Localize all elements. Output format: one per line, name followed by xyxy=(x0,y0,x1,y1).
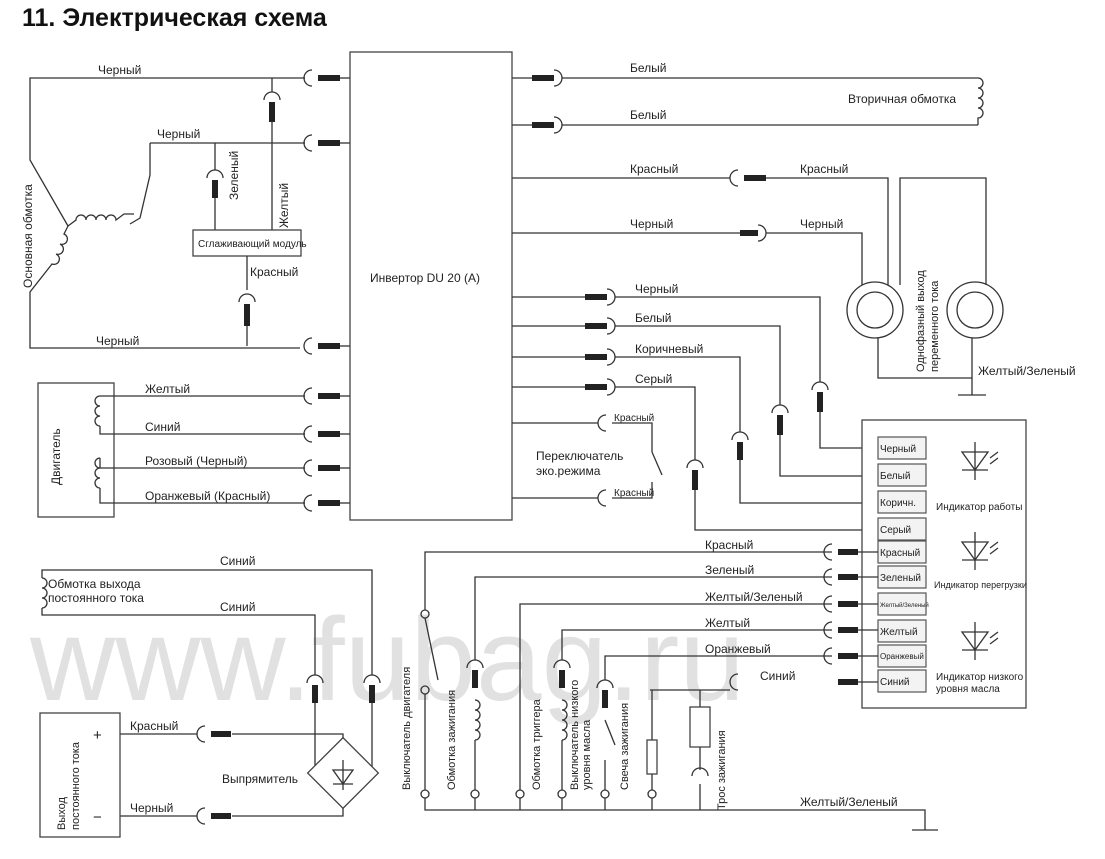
led-icon xyxy=(960,622,999,660)
panel-label-white: Белый xyxy=(880,471,910,482)
wire-ground-yg-bottom: Желтый/Зеленый xyxy=(800,795,898,809)
panel-label-black: Черный xyxy=(880,444,916,455)
inverter-label: Инвертор DU 20 (A) xyxy=(370,271,480,285)
led-icon xyxy=(960,442,999,480)
ignition-coil-label: Обмотка зажигания xyxy=(446,690,458,790)
led-icon xyxy=(960,532,999,570)
panel-label-orange: Оранжевый xyxy=(880,652,924,661)
wire-ind-red: Красный xyxy=(705,538,753,552)
wire-ground-yg-top: Желтый/Зеленый xyxy=(978,364,1076,378)
wire-black-left: Черный xyxy=(630,217,673,231)
wire-ind-yg: Желтый/Зеленый xyxy=(705,590,803,604)
wire-smooth-red: Красный xyxy=(250,265,298,279)
ac-output-label-1: Однофазный выход xyxy=(915,270,927,372)
dc-minus-label: − xyxy=(93,809,102,826)
wire-ind-yellow: Желтый xyxy=(705,616,750,630)
ignition-cable-label: Трос зажигания xyxy=(716,730,728,810)
wire-white-2: Белый xyxy=(630,108,666,122)
ac-socket-2[interactable] xyxy=(946,281,1004,339)
wire-top-black-1: Черный xyxy=(98,63,141,77)
wire-green-v: Зеленый xyxy=(227,151,241,200)
wire-p-brown: Коричневый xyxy=(635,342,703,356)
smoothing-module-label: Сглаживающий модуль xyxy=(198,239,307,250)
ac-output-label-2: переменного тока xyxy=(929,280,941,372)
dc-winding-label-1: Обмотка выхода xyxy=(48,577,141,591)
wire-motor-yellow: Желтый xyxy=(145,382,190,396)
wire-black-right: Черный xyxy=(800,217,843,231)
watermark: www.fubag.ru xyxy=(29,594,745,726)
wire-ind-blue: Синий xyxy=(760,669,795,683)
rectifier-label: Выпрямитель xyxy=(222,772,298,786)
wire-p-black: Черный xyxy=(635,282,678,296)
connector-row-left xyxy=(303,69,350,355)
inverter-box xyxy=(349,51,513,521)
engine-components xyxy=(420,609,938,831)
wire-dc-black: Черный xyxy=(130,801,173,815)
wire-eco-red-1: Красный xyxy=(614,413,654,424)
panel-label-red: Красный xyxy=(880,548,920,559)
low-oil-switch-label-2: уровня масла xyxy=(581,719,593,790)
dc-output-label-2: постоянного тока xyxy=(70,741,82,830)
dc-plus-label: + xyxy=(93,727,102,744)
wire-dc-red: Красный xyxy=(130,719,178,733)
panel-label-brown: Коричн. xyxy=(880,498,916,509)
panel-label-blue: Синий xyxy=(880,677,910,688)
main-winding xyxy=(29,77,305,349)
eco-switch-label-2: эко.режима xyxy=(536,464,601,478)
wire-motor-orange: Оранжевый (Красный) xyxy=(145,489,270,503)
panel-label-gray: Серый xyxy=(880,525,911,536)
indicator-overload-label: Индикатор перегрузки xyxy=(934,580,1027,590)
wire-red-left: Красный xyxy=(630,162,678,176)
ac-socket-1[interactable] xyxy=(846,281,904,339)
wire-red-right: Красный xyxy=(800,162,848,176)
main-winding-label: Основная обмотка xyxy=(21,184,35,288)
page-title: 11. Электрическая схема xyxy=(22,4,327,32)
eco-switch-label-1: Переключатель xyxy=(536,449,623,463)
wire-white-1: Белый xyxy=(630,61,666,75)
wire-ind-green: Зеленый xyxy=(705,563,754,577)
panel-label-green: Зеленый xyxy=(880,573,921,584)
motor-box xyxy=(37,382,115,518)
engine-switch-label: Выключатель двигателя xyxy=(401,667,413,790)
indicator-work-label: Индикатор работы xyxy=(936,501,1022,513)
dc-winding-label-2: постоянного тока xyxy=(48,591,144,605)
wire-motor-pink: Розовый (Черный) xyxy=(145,454,247,468)
panel-label-yg: Желтый/Зеленый xyxy=(880,602,929,609)
spark-plug-label: Свеча зажигания xyxy=(619,703,631,790)
dc-output-label-1: Выход xyxy=(56,797,68,830)
secondary-winding-label: Вторичная обмотка xyxy=(848,92,956,106)
wire-p-white: Белый xyxy=(635,311,671,325)
low-oil-switch-label-1: Выключатель низкого xyxy=(569,680,581,790)
wire-p-gray: Серый xyxy=(635,372,672,386)
trigger-coil-label: Обмотка триггера xyxy=(531,698,543,790)
indicator-low-oil-label-2: уровня масла xyxy=(936,684,1000,695)
wire-yellow-v: Желтый xyxy=(277,183,291,228)
indicator-low-oil-label-1: Индикатор низкого xyxy=(936,672,1024,683)
motor-label: Двигатель xyxy=(49,428,63,485)
wire-ind-orange: Оранжевый xyxy=(705,642,771,656)
panel-label-yellow: Желтый xyxy=(880,627,918,638)
wire-motor-blue: Синий xyxy=(145,420,180,434)
wire-dc-blue-2: Синий xyxy=(220,600,255,614)
wire-top-black-2: Черный xyxy=(157,127,200,141)
wire-dc-blue-1: Синий xyxy=(220,554,255,568)
wire-eco-red-2: Красный xyxy=(614,488,654,499)
dc-output-box xyxy=(39,712,121,838)
wire-bottom-black: Черный xyxy=(96,334,139,348)
